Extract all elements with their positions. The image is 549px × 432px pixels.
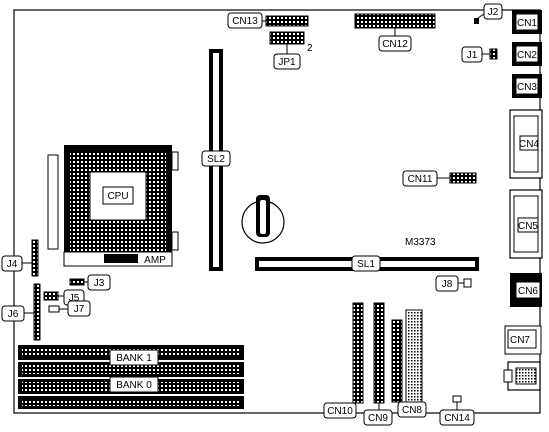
memory-bank-1: BANK 1: [18, 345, 244, 377]
j3-jumper: J3: [69, 274, 111, 291]
cn2-label: CN2: [517, 50, 537, 61]
sl1-slot: SL1: [255, 255, 479, 272]
cn13-header: CN13: [227, 12, 309, 29]
memory-bank-0: BANK 0: [18, 376, 244, 409]
j6-label: J6: [8, 309, 19, 320]
cn12-header: CN12: [354, 13, 436, 52]
sl2-slot: SL2: [201, 49, 231, 271]
j6-header: J6: [1, 283, 41, 341]
cn1-connector: CN1: [512, 10, 542, 34]
cn14-header: CN14: [439, 395, 475, 426]
cn12-label: CN12: [382, 39, 408, 50]
jp1-label: JP1: [278, 57, 296, 68]
j1-jumper: J1: [461, 46, 498, 63]
cn8-label: CN8: [402, 405, 422, 416]
cn14-label: CN14: [444, 413, 470, 424]
cn4-connector: CN4: [509, 109, 543, 179]
j7-label: J7: [74, 304, 85, 315]
cn6-label: CN6: [518, 286, 538, 297]
jp1-jumper: 2 JP1: [269, 31, 313, 70]
cn5-connector: CN5: [509, 189, 543, 259]
cn7-label: CN7: [510, 335, 530, 346]
cn8-header: CN8: [391, 309, 427, 418]
cn10-label: CN10: [327, 406, 353, 417]
cn1-label: CN1: [517, 18, 537, 29]
sl1-label: SL1: [357, 259, 375, 270]
cn7-connector: CN7: [504, 325, 542, 355]
j8-jumper: J8: [435, 275, 472, 292]
bank1-label: BANK 1: [116, 353, 152, 364]
j4-header: J4: [1, 239, 39, 277]
cn10-header: CN10: [323, 302, 364, 419]
j5-label: J5: [69, 293, 80, 304]
j8-label: J8: [442, 279, 453, 290]
rear-audio-connector: [503, 361, 541, 391]
cn5-label: CN5: [518, 221, 538, 232]
j7-jumper: J7: [48, 300, 91, 317]
cn6-connector: CN6: [510, 273, 542, 307]
cpu-label: CPU: [107, 191, 128, 202]
cn3-label: CN3: [517, 82, 537, 93]
jp1-pin-label: 2: [307, 43, 313, 54]
cn9-header: CN9: [363, 302, 393, 426]
amp-label: AMP: [144, 255, 166, 266]
cn3-connector: CN3: [512, 74, 542, 98]
battery: [241, 195, 285, 244]
cn11-label: CN11: [408, 174, 433, 185]
j4-label: J4: [7, 259, 18, 270]
cpu-socket: CPU AMP: [47, 145, 179, 267]
j3-label: J3: [94, 278, 105, 289]
bank0-label: BANK 0: [116, 380, 152, 391]
cn2-connector: CN2: [512, 42, 542, 66]
cn9-label: CN9: [368, 413, 388, 424]
j1-label: J1: [467, 50, 478, 61]
cn13-label: CN13: [232, 16, 258, 27]
j2-label: J2: [488, 7, 499, 18]
sl2-label: SL2: [207, 154, 225, 165]
j2-jumper: J2: [474, 3, 503, 24]
cn4-label: CN4: [519, 139, 539, 150]
model-label: M3373: [405, 237, 436, 248]
cn11-header: CN11: [402, 170, 477, 187]
